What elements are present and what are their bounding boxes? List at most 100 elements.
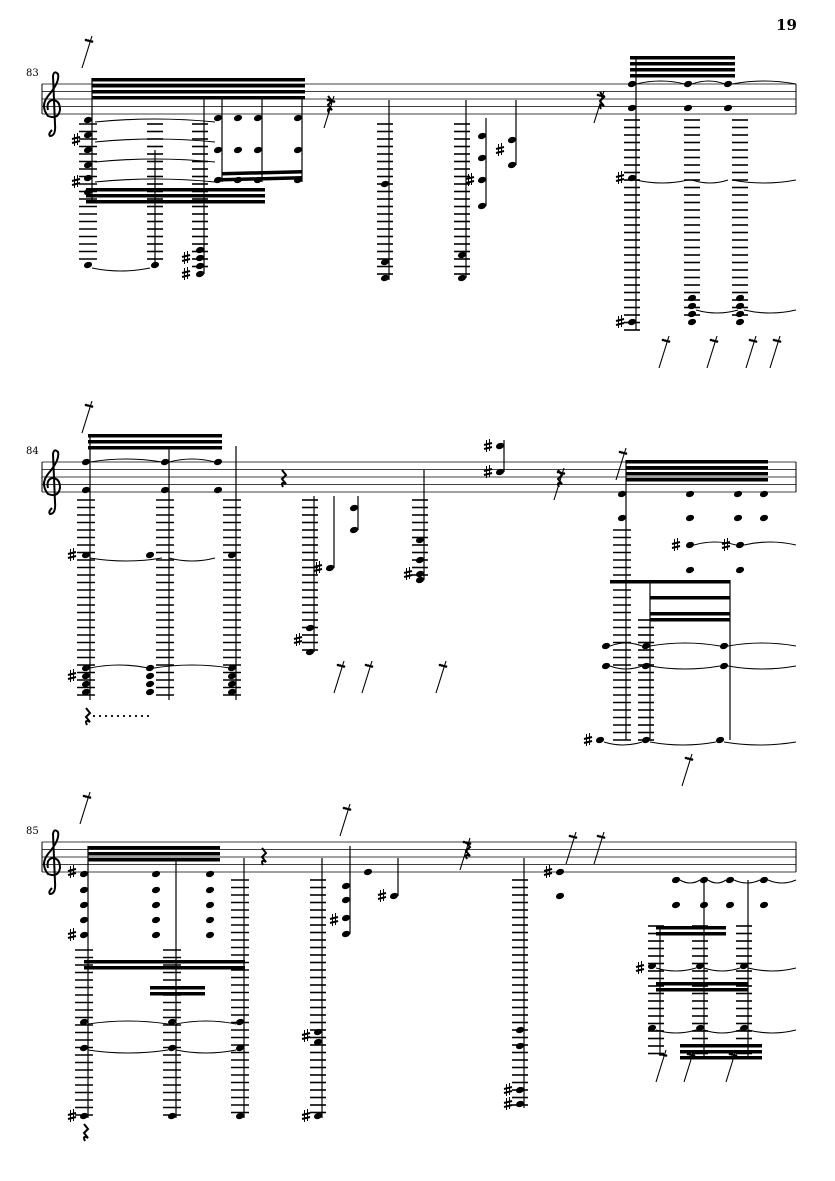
tremolo-mark [732,1053,736,1057]
tremolo-mark [618,450,622,454]
tremolo-mark [464,841,468,844]
tremolo-mark [711,339,715,342]
tremolo-mark [686,1052,690,1056]
tremolo-mark [340,664,344,668]
tremolo-mark [444,665,448,668]
notehead [235,1044,245,1052]
measure-number-system-2: 84 [26,446,39,457]
tie [94,118,216,123]
beam [630,62,735,66]
tie [731,179,797,184]
tie [703,967,741,972]
page-number: 19 [776,16,797,34]
notehead [415,570,425,578]
beam [680,1056,762,1060]
sharp-accidental [71,178,81,182]
tremolo-mark [84,38,88,42]
sharp-accidental [67,1112,77,1116]
tie [649,642,721,647]
sharp-accidental [495,146,505,150]
sharp-accidental [313,568,323,572]
tremolo-mark [686,757,690,760]
beam [92,78,305,82]
sharp-accidental [615,174,625,178]
notehead [83,116,93,124]
tremolo-mark [772,338,776,342]
notehead [145,688,155,696]
tremolo-mark [438,663,442,667]
tremolo-mark [560,471,564,475]
tremolo-mark [326,98,330,102]
measure-number-system-1: 83 [26,68,39,79]
augmentation-dot [134,714,138,718]
beam [650,596,730,600]
sharp-accidental [495,150,505,154]
sharp-accidental [301,1032,311,1036]
sharp-accidental [583,736,593,740]
notehead [507,136,517,144]
notehead [160,458,170,466]
notehead [81,664,91,672]
tie [89,557,163,562]
notehead [723,104,733,112]
beam [650,612,730,616]
tremolo-mark [348,808,352,811]
tremolo-mark [86,39,90,42]
notehead [477,202,487,210]
beam [656,932,726,936]
sharp-accidental [635,968,645,972]
tremolo-mark [752,339,756,343]
notehead [735,310,745,318]
notehead [507,161,517,169]
notehead [627,80,637,88]
notehead [313,1038,323,1046]
notehead [325,564,335,572]
notehead [293,146,303,154]
tremolo-mark [667,340,671,343]
notehead [687,294,697,302]
sharp-accidental [67,672,77,676]
notehead [145,551,155,559]
tremolo-mark [728,1052,732,1056]
tremolo-mark [84,795,88,798]
tremolo-mark [558,471,562,474]
sharp-accidental [483,468,493,472]
notehead [313,1028,323,1036]
beam [630,56,735,60]
notehead [79,870,89,878]
notehead [671,901,681,909]
notehead [81,680,91,688]
sharp-accidental [543,872,553,876]
notehead [195,262,205,270]
tie [94,138,216,143]
notehead [735,566,745,574]
beam [626,460,768,464]
beam [86,188,265,192]
beam [626,472,768,476]
sharp-accidental [615,322,625,326]
notehead [160,486,170,494]
tremolo-mark [600,94,604,98]
beam [656,926,726,930]
tie [743,309,797,314]
tie [91,267,151,272]
notehead [79,931,89,939]
notehead [641,736,651,744]
tie [693,541,737,546]
notehead [81,458,91,466]
sharp-accidental [293,640,303,644]
tie [609,642,643,647]
tremolo-mark [570,835,574,838]
notehead [695,962,705,970]
tremolo-mark [688,1053,692,1056]
notehead [515,1042,525,1050]
notehead [349,526,359,534]
notehead [627,104,637,112]
notehead [233,146,243,154]
treble-clef-icon [43,829,62,896]
notehead [213,176,223,184]
tremolo-mark [748,338,752,342]
notehead [227,688,237,696]
notehead [415,536,425,544]
tremolo-mark [622,451,626,455]
